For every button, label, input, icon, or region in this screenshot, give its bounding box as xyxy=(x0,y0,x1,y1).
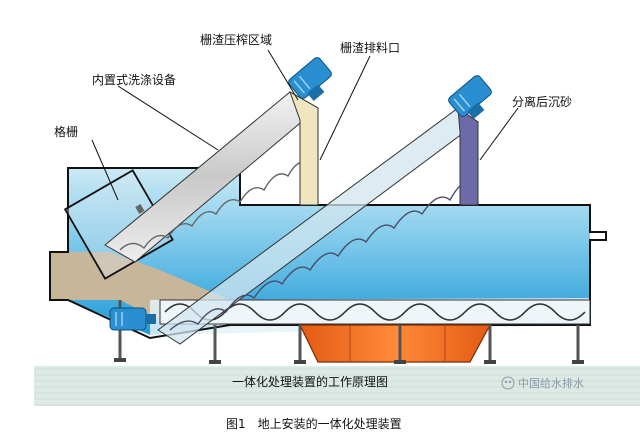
label-grid: 格栅 xyxy=(54,124,78,139)
washer-motor-icon xyxy=(288,57,332,102)
leader-lines xyxy=(91,49,519,201)
screen-discharge-chute xyxy=(289,90,319,206)
ground-caption: 一体化处理装置的工作原理图 xyxy=(232,374,388,389)
leg-feet xyxy=(114,358,584,364)
label-screen-compress: 栅渣压榨区域 xyxy=(200,32,272,47)
ground-band xyxy=(34,366,640,406)
watermark-text: 中国给水排水 xyxy=(518,376,584,390)
grit-discharge-chute xyxy=(457,106,479,206)
tank-outline xyxy=(49,167,607,340)
label-screen-discharge: 栅渣排料口 xyxy=(340,40,400,55)
figure-caption: 图1 地上安装的一体化处理装置 xyxy=(226,416,402,431)
grit-motor-icon xyxy=(448,75,492,120)
hopper xyxy=(299,324,492,363)
label-sand: 分离后沉砂 xyxy=(512,94,572,109)
watermark: 中国给水排水 xyxy=(501,376,584,390)
label-washer: 内置式洗涤设备 xyxy=(92,73,176,87)
bottom-motor-icon xyxy=(109,307,156,331)
